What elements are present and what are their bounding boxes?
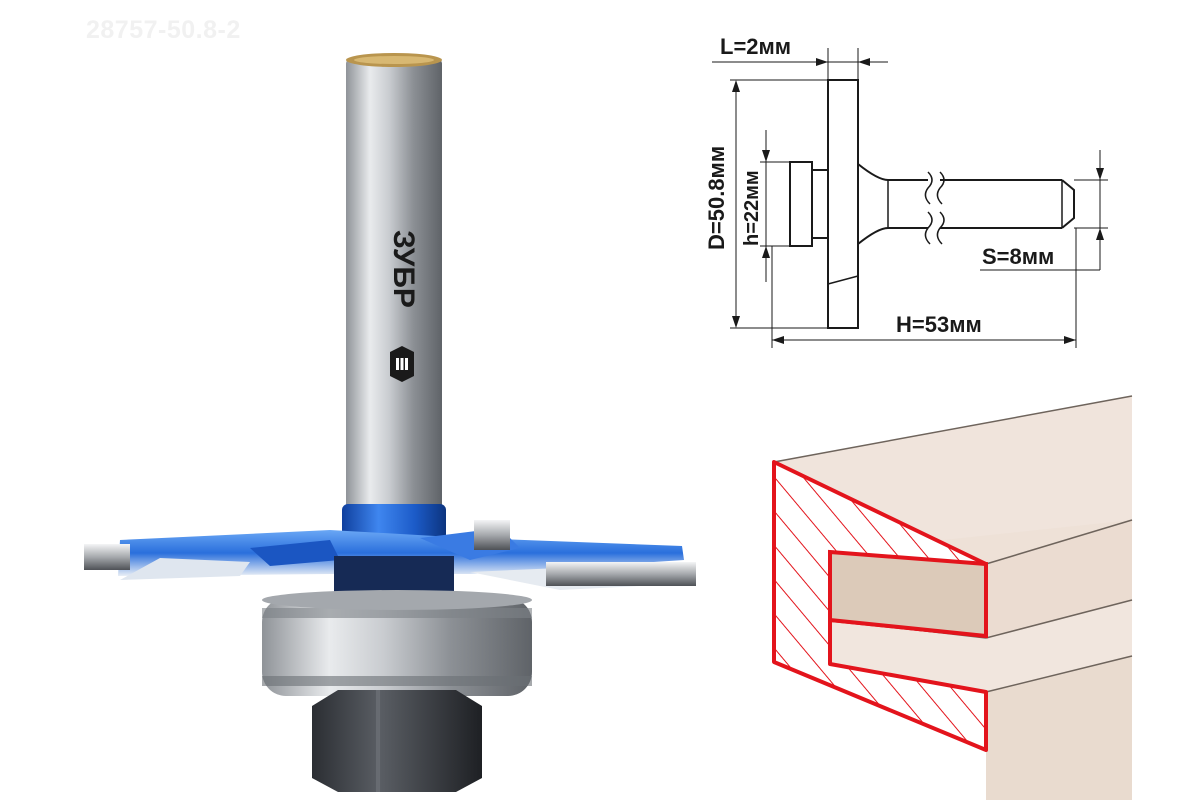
- hex-nut: [312, 690, 482, 792]
- dimension-h: h=22мм: [741, 170, 763, 246]
- carbide-tip-right: [546, 562, 696, 586]
- slot-floor: [830, 552, 986, 638]
- brand-wordmark: ЗУБР: [387, 230, 420, 308]
- board-top-face: [774, 396, 1132, 564]
- board-upper-side: [986, 520, 1132, 638]
- product-sku: 28757-50.8-2: [86, 16, 241, 44]
- cross-section: [772, 460, 988, 752]
- dimension-H: H=53мм: [896, 312, 982, 337]
- bearing: [262, 590, 532, 696]
- board-lower-side: [986, 656, 1132, 800]
- slot-lower-face: [830, 600, 1132, 692]
- brand-logo: ЗУБР: [387, 230, 420, 382]
- carbide-tip-back: [474, 520, 510, 550]
- router-bit-photo: ЗУБР: [84, 53, 696, 792]
- dimension-S: S=8мм: [982, 244, 1054, 269]
- slot-inner-wall: [830, 520, 1132, 638]
- brand-emblem-icon: [390, 346, 414, 382]
- dimension-L: L=2мм: [720, 34, 791, 59]
- shank: [346, 53, 442, 520]
- carbide-tip-left: [84, 544, 130, 570]
